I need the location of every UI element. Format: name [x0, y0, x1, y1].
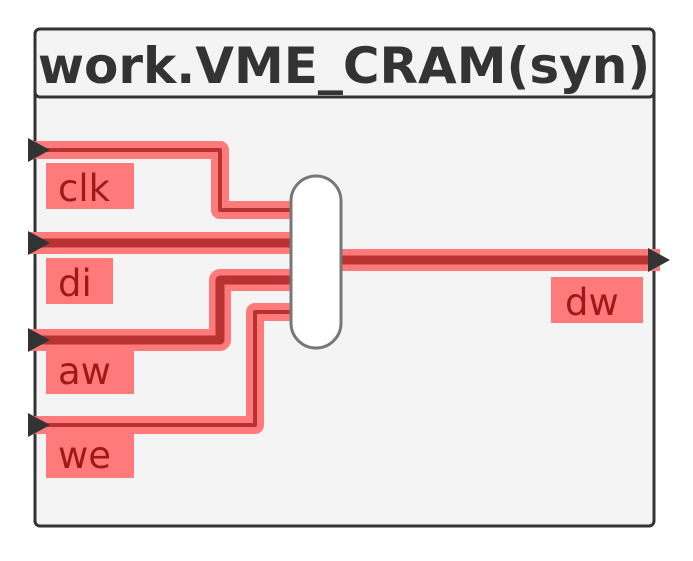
- port-label-bg-di: [46, 258, 113, 304]
- port-label-we: we: [58, 434, 111, 477]
- port-label-aw: aw: [58, 350, 111, 393]
- port-arrow-we: [28, 413, 50, 437]
- wire-aw: [30, 275, 292, 345]
- port-label-bg-clk: [46, 163, 134, 209]
- wire-clk: [30, 148, 292, 212]
- wires: [30, 148, 650, 427]
- port-arrow-dw: [648, 248, 670, 272]
- port-label-bg-dw: [551, 277, 643, 323]
- wire-we: [30, 310, 292, 427]
- port-arrow-di: [28, 231, 50, 255]
- port-label-bg-we: [46, 434, 134, 478]
- block-title-bar: [33, 27, 656, 99]
- port-arrow-clk: [28, 138, 50, 162]
- port-label-clk: clk: [58, 167, 111, 210]
- block-title: work.VME_CRAM(syn): [38, 37, 650, 95]
- port-label-bg-aw: [46, 350, 134, 394]
- port-arrow-aw: [28, 328, 50, 352]
- bus-node: [289, 174, 343, 350]
- port-label-di: di: [58, 262, 92, 305]
- port-label-dw: dw: [565, 281, 619, 324]
